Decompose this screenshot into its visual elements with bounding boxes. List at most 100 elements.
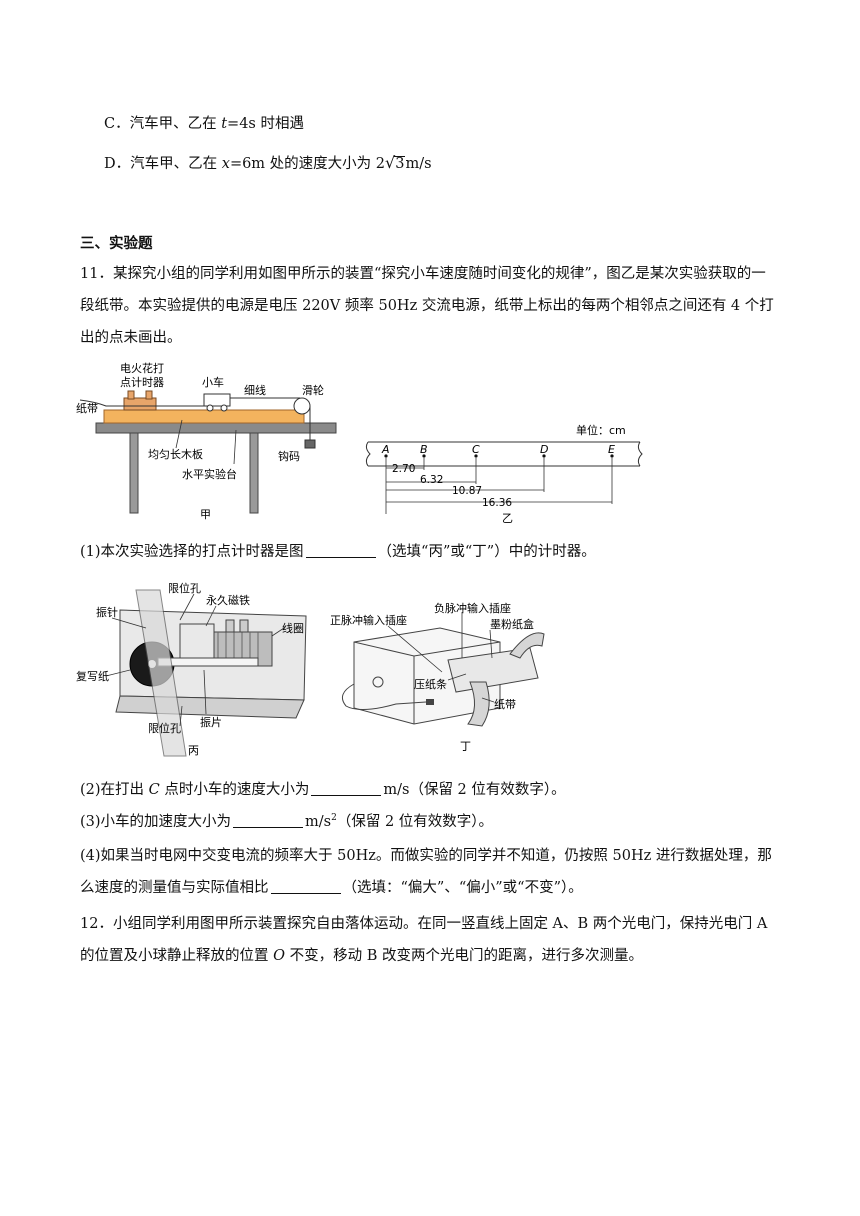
- paper-tape-ding: [467, 681, 490, 727]
- label-tape: 纸带: [76, 402, 98, 415]
- label-timer2: 点计时器: [120, 376, 164, 389]
- q11-sub2-text: (2)在打出: [80, 782, 149, 798]
- option-d-text: 汽车甲、乙在: [130, 156, 222, 172]
- q11-sub1: (1)本次实验选择的打点计时器是图 （选填“丙”或“丁”）中的计时器。: [80, 540, 596, 561]
- label-board: 均匀长木板: [148, 447, 203, 461]
- reed: [157, 657, 259, 667]
- option-d-radicand: 3: [394, 156, 406, 172]
- answer-blank-2[interactable]: [311, 781, 382, 796]
- caption-ding: 丁: [460, 740, 471, 753]
- dist-AE: 16.36: [482, 497, 512, 509]
- label-neg: 负脉冲输入插座: [434, 601, 511, 615]
- label-coil: 线圈: [282, 621, 304, 635]
- figure-yi: 单位：cm A B C D E 2.70 6.32 10.87 16.36 乙: [365, 423, 643, 525]
- cart: [203, 393, 231, 407]
- point-label-D: D: [540, 443, 548, 456]
- answer-blank-4[interactable]: [270, 879, 341, 894]
- caption-jia: 甲: [200, 508, 211, 521]
- answer-blank-3[interactable]: [233, 813, 304, 828]
- tape-point-C: C: [472, 443, 480, 458]
- option-c: C．汽车甲、乙在 t=4s 时相遇: [104, 112, 304, 133]
- q11-sub3: (3)小车的加速度大小为 m/s2（保留 2 位有效数字）。: [80, 810, 493, 831]
- label-limit-bottom: 限位孔: [148, 721, 181, 735]
- q11-sub2-text-mid: 点时小车的速度大小为: [159, 782, 310, 798]
- label-pulley: 滑轮: [302, 383, 324, 397]
- table-leg-left: [129, 432, 139, 514]
- q11-sub3-text: (3)小车的加速度大小为: [80, 814, 232, 830]
- q11-sub1-text-post: （选填“丙”或“丁”）中的计时器。: [377, 544, 596, 560]
- q11-intro-line2: 段纸带。本实验提供的电源是电压 220V 频率 50Hz 交流电源，纸带上标出的…: [80, 298, 774, 314]
- option-d-label: D．: [104, 156, 131, 172]
- label-tape-ding: 纸带: [494, 698, 516, 711]
- q11-sub4-line2: 么速度的测量值与实际值相比 （选填：“偏大”、“偏小”或“不变”）。: [80, 876, 583, 897]
- q11-sub1-text: (1)本次实验选择的打点计时器是图: [80, 544, 304, 560]
- q12-var: O: [273, 948, 285, 964]
- q12-line2: 的位置及小球静止释放的位置 O 不变，移动 B 改变两个光电门的距离，进行多次测…: [80, 944, 643, 965]
- tape-point-E: E: [608, 443, 615, 458]
- q11-sub3-unit: m/s: [305, 814, 332, 830]
- figure-ding: 负脉冲输入插座 正脉冲输入插座 墨粉纸盒 压纸条 纸带 丁: [330, 601, 545, 753]
- figure-jia: 电火花打 点计时器 小车 细线 滑轮 纸带 均匀长木板 钩码 水平实验台 甲: [76, 361, 337, 521]
- label-carbon: 复写纸: [76, 669, 109, 683]
- answer-blank-1[interactable]: [305, 543, 376, 558]
- q12-text-post: 不变，移动 B 改变两个光电门的距离，进行多次测量。: [285, 948, 643, 964]
- label-magnet: 永久磁铁: [206, 593, 250, 607]
- caption-bing: 丙: [188, 744, 199, 757]
- label-table: 水平实验台: [182, 467, 237, 481]
- label-reed: 振片: [200, 715, 222, 729]
- label-limit-top: 限位孔: [168, 581, 201, 595]
- q11-sub3-exp: 2: [331, 813, 337, 824]
- timer-block: [123, 397, 157, 411]
- tape-point-D: D: [540, 443, 548, 458]
- q11-sub3-text-post: （保留 2 位有效数字）。: [336, 814, 494, 830]
- option-c-text-post: =4s 时相遇: [227, 116, 304, 132]
- option-c-text: 汽车甲、乙在: [129, 116, 222, 132]
- q11-sub4-text-post: （选填：“偏大”、“偏小”或“不变”）。: [342, 880, 583, 896]
- hook-weight: [304, 439, 316, 449]
- pulley: [293, 397, 311, 415]
- label-weight: 钩码: [278, 449, 300, 463]
- point-label-B: B: [420, 443, 428, 456]
- q11-sub2-var: C: [148, 782, 160, 798]
- label-press: 压纸条: [414, 677, 447, 691]
- printer-box: [353, 627, 501, 725]
- point-label-E: E: [608, 443, 615, 456]
- label-pos: 正脉冲输入插座: [330, 613, 407, 627]
- label-ink: 墨粉纸盒: [490, 617, 534, 631]
- option-d-text-mid: =6m 处的速度大小为: [229, 156, 376, 172]
- tape-point-B: B: [420, 443, 428, 458]
- option-c-label: C．: [104, 116, 130, 132]
- option-d-var: x: [221, 156, 230, 172]
- dist-AD: 10.87: [452, 485, 482, 497]
- q11-sub4-line1: (4)如果当时电网中交变电流的频率大于 50Hz。而做实验的同学并不知道，仍按照…: [80, 848, 772, 864]
- figure-bing: 限位孔 永久磁铁 振针 线圈 复写纸 限位孔 振片 丙: [76, 581, 307, 757]
- option-d-coef: 2: [375, 156, 386, 172]
- dist-AB: 2.70: [392, 463, 415, 475]
- option-d-unit: m/s: [405, 156, 432, 172]
- table-leg-right: [249, 432, 259, 514]
- q12-text: 的位置及小球静止释放的位置: [80, 948, 274, 964]
- q12-line1: 12．小组同学利用图甲所示装置探究自由落体运动。在同一竖直线上固定 A、B 两个…: [80, 916, 768, 932]
- q11-sub2-text-post: m/s（保留 2 位有效数字）。: [383, 782, 566, 798]
- dist-AC: 6.32: [420, 474, 443, 486]
- table-top: [95, 422, 337, 434]
- label-string: 细线: [244, 383, 266, 397]
- point-label-C: C: [472, 443, 480, 456]
- option-d: D．汽车甲、乙在 x=6m 处的速度大小为 2√3m/s: [104, 152, 432, 173]
- paper-tape: [79, 399, 206, 407]
- yi-unit: 单位：cm: [576, 423, 626, 437]
- q11-sub2: (2)在打出 C 点时小车的速度大小为 m/s（保留 2 位有效数字）。: [80, 778, 566, 799]
- caption-yi: 乙: [502, 512, 513, 525]
- option-c-var: t: [221, 116, 228, 132]
- q11-sub4-text: 么速度的测量值与实际值相比: [80, 880, 269, 896]
- long-board: [103, 409, 305, 424]
- q11-intro-line1: 11．某探究小组的同学利用如图甲所示的装置“探究小车速度随时间变化的规律”，图乙…: [80, 266, 766, 282]
- q11-intro-line3: 出的点未画出。: [80, 330, 182, 346]
- label-cart: 小车: [202, 375, 224, 389]
- tape-point-A: A: [381, 443, 390, 458]
- section-title: 三、实验题: [80, 235, 153, 252]
- sqrt-symbol: √: [385, 153, 396, 172]
- point-label-A: A: [381, 443, 390, 456]
- label-needle: 振针: [96, 605, 118, 619]
- label-timer: 电火花打: [120, 361, 164, 375]
